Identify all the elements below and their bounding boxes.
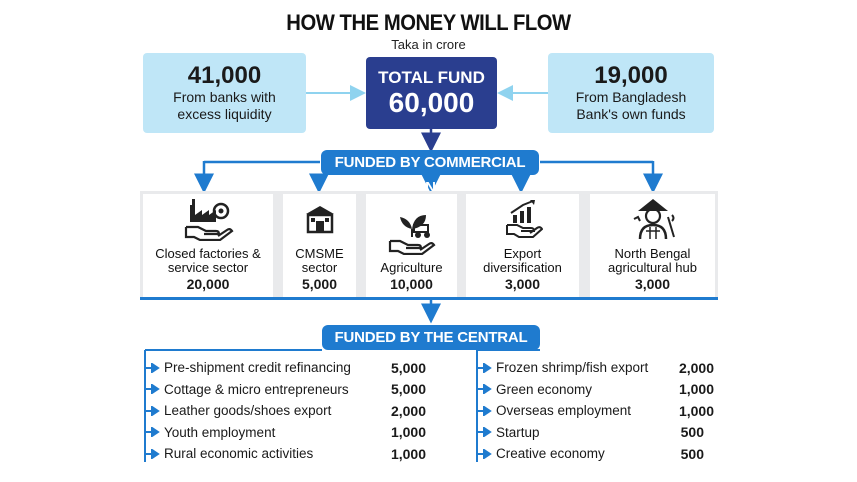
list-item-label: Cottage & micro entrepreneurs xyxy=(164,381,349,397)
list-item: Cottage & micro entrepreneurs 5,000 xyxy=(146,379,436,401)
list-item-label: Startup xyxy=(496,424,540,440)
sector-4-line2: diversification xyxy=(483,260,562,275)
source-banks-amount: 41,000 xyxy=(187,62,262,89)
arrow-right-icon xyxy=(146,357,164,378)
plant-tractor-icon xyxy=(386,211,438,255)
list-item-label: Rural economic activities xyxy=(164,446,314,462)
farmer-icon xyxy=(628,197,678,241)
arrow-right-icon xyxy=(478,357,496,378)
total-fund-box: TOTAL FUND 60,000 xyxy=(366,57,497,129)
arrow-right-icon xyxy=(478,400,496,421)
total-fund-label: TOTAL FUND xyxy=(378,68,485,87)
sector-cmsme: CMSME sector 5,000 xyxy=(283,194,356,297)
list-item-label: Pre-shipment credit refinancing xyxy=(164,360,351,376)
list-item: Leather goods/shoes export 2,000 xyxy=(146,400,436,422)
sector-export: Export diversification 3,000 xyxy=(466,194,579,297)
list-item-label: Overseas employment xyxy=(496,403,632,419)
list-item-value: 5,000 xyxy=(390,359,426,376)
source-bb-line2: Bank's own funds xyxy=(576,106,686,122)
list-item: Youth employment 1,000 xyxy=(146,422,436,444)
shop-icon xyxy=(304,197,336,241)
list-item-value: 1,000 xyxy=(678,381,714,398)
list-item: Pre-shipment credit refinancing 5,000 xyxy=(146,357,436,379)
list-item-label: Leather goods/shoes export xyxy=(164,403,332,419)
list-item-label: Frozen shrimp/fish export xyxy=(496,360,649,376)
arrow-right-icon xyxy=(146,400,164,421)
source-bb-line1: From Bangladesh xyxy=(575,89,687,105)
sector-1-line2: service sector xyxy=(167,260,249,275)
list-item: Creative economy 500 xyxy=(478,443,718,465)
list-item: Frozen shrimp/fish export 2,000 xyxy=(478,357,718,379)
source-banks-line2: excess liquidity xyxy=(177,106,272,122)
sector-agriculture: Agriculture 10,000 xyxy=(366,194,457,297)
sector-5-line1: North Bengal xyxy=(614,246,691,261)
sector-north-bengal: North Bengal agricultural hub 3,000 xyxy=(590,194,715,297)
list-item-value: 5,000 xyxy=(390,381,426,398)
list-item-label: Youth employment xyxy=(164,424,276,440)
sector-2-line2: sector xyxy=(301,260,338,275)
arrow-right-icon xyxy=(146,422,164,443)
commercial-banks-pill: FUNDED BY COMMERCIAL BANKS xyxy=(321,150,539,196)
factory-hand-icon xyxy=(182,197,234,241)
list-item-label: Green economy xyxy=(496,381,593,397)
sector-5-amount: 3,000 xyxy=(634,276,671,292)
list-item: Rural economic activities 1,000 xyxy=(146,443,436,465)
source-banks-line1: From banks with xyxy=(173,89,276,105)
list-item-value: 2,000 xyxy=(678,359,714,376)
source-bangladesh-bank-box: 19,000 From Bangladesh Bank's own funds xyxy=(548,53,714,133)
list-item: Green economy 1,000 xyxy=(478,379,718,401)
central-list-left: Pre-shipment credit refinancing 5,000 Co… xyxy=(146,357,436,465)
arrow-right-icon xyxy=(146,379,164,400)
list-item: Overseas employment 1,000 xyxy=(478,400,718,422)
sector-5-line2: agricultural hub xyxy=(608,260,697,275)
list-item-value: 1,000 xyxy=(390,445,426,462)
list-item-value: 2,000 xyxy=(390,402,426,419)
sector-3-line2: Agriculture xyxy=(380,260,443,275)
page-subtitle: Taka in crore xyxy=(391,37,466,52)
arrow-right-icon xyxy=(478,443,496,464)
arrow-right-icon xyxy=(478,422,496,443)
page-title: HOW THE MONEY WILL FLOW xyxy=(286,10,571,35)
central-list-right: Frozen shrimp/fish export 2,000 Green ec… xyxy=(478,357,718,465)
arrow-right-icon xyxy=(478,379,496,400)
central-bank-pill: FUNDED BY THE CENTRAL BANK xyxy=(322,325,540,371)
sector-1-line1: Closed factories & xyxy=(155,246,261,261)
source-banks-box: 41,000 From banks with excess liquidity xyxy=(143,53,306,133)
sector-2-line1: CMSME xyxy=(295,246,344,261)
list-item-value: 1,000 xyxy=(390,424,426,441)
sector-4-amount: 3,000 xyxy=(504,276,541,292)
source-bb-amount: 19,000 xyxy=(594,62,668,89)
list-item-value: 500 xyxy=(680,424,704,441)
sector-4-line1: Export xyxy=(503,246,542,261)
growth-chart-icon xyxy=(503,197,543,241)
sector-1-amount: 20,000 xyxy=(186,276,230,292)
list-item: Startup 500 xyxy=(478,422,718,444)
arrow-right-icon xyxy=(146,443,164,464)
sector-2-amount: 5,000 xyxy=(301,276,338,292)
total-fund-amount: 60,000 xyxy=(388,87,475,118)
sector-closed-factories: Closed factories & service sector 20,000 xyxy=(143,194,273,297)
list-item-value: 1,000 xyxy=(678,402,714,419)
list-item-value: 500 xyxy=(680,445,704,462)
list-item-label: Creative economy xyxy=(496,446,605,462)
sector-3-amount: 10,000 xyxy=(390,276,433,292)
